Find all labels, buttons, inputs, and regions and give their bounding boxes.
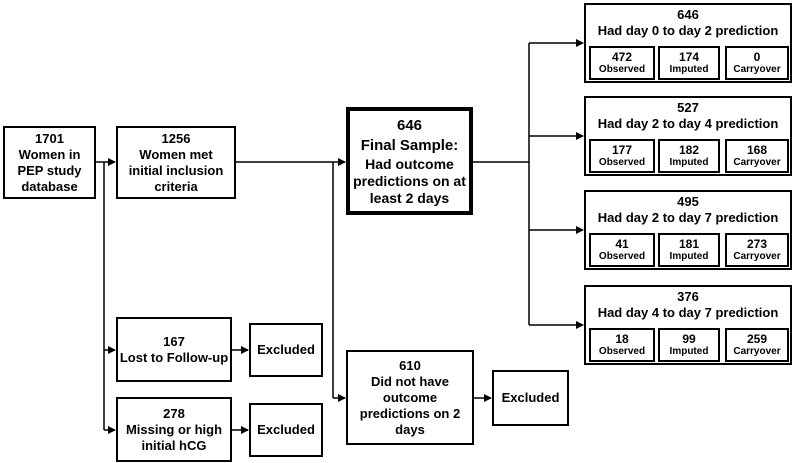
- lost-excluded-box: Excluded: [249, 323, 323, 377]
- pred-3-carryover-value: 259: [746, 332, 768, 346]
- no-outcome-line-2: outcome: [382, 389, 438, 405]
- pred-0-label: Had day 0 to day 2 prediction: [597, 23, 779, 38]
- pred-3-imputed-label: Imputed: [669, 346, 709, 357]
- pred-1-observed-value: 177: [611, 143, 633, 157]
- start-line-1: Women in: [18, 146, 81, 162]
- start-line-3: database: [21, 178, 78, 194]
- pred-3-imputed-cell: 99 Imputed: [658, 328, 720, 362]
- prediction-group-day0-2: 646 Had day 0 to day 2 prediction 472 Ob…: [584, 3, 792, 83]
- final-count: 646: [396, 116, 423, 134]
- final-line-3: predictions on at: [353, 172, 466, 189]
- pred-1-carryover-value: 168: [746, 143, 768, 157]
- missing-line-2: initial hCG: [141, 437, 207, 453]
- pred-2-observed-cell: 41 Observed: [589, 233, 655, 267]
- lost-box: 167 Lost to Follow-up: [116, 317, 232, 382]
- pred-2-observed-value: 41: [615, 237, 629, 251]
- pred-2-carryover-cell: 273 Carryover: [725, 233, 789, 267]
- missing-excluded-box: Excluded: [249, 403, 323, 457]
- lost-count: 167: [163, 333, 185, 349]
- inclusion-count: 1256: [161, 130, 191, 146]
- inclusion-line-3: criteria: [154, 178, 198, 194]
- prediction-group-day2-7: 495 Had day 2 to day 7 prediction 41 Obs…: [584, 190, 792, 270]
- pred-0-imputed-label: Imputed: [669, 64, 709, 75]
- pred-3-carryover-label: Carryover: [733, 346, 781, 357]
- start-line-2: PEP study: [17, 162, 82, 178]
- missing-excluded-label: Excluded: [257, 422, 315, 437]
- final-line-4: least 2 days: [369, 189, 450, 206]
- no-outcome-box: 610 Did not have outcome predictions on …: [346, 350, 474, 445]
- pred-1-imputed-value: 182: [678, 143, 700, 157]
- pred-3-imputed-value: 99: [682, 332, 696, 346]
- no-outcome-line-1: Did not have: [370, 373, 449, 389]
- pred-1-count: 527: [677, 100, 699, 115]
- final-sample-box: 646 Final Sample: Had outcome prediction…: [346, 107, 473, 215]
- pred-3-observed-cell: 18 Observed: [589, 328, 655, 362]
- prediction-group-day2-4: 527 Had day 2 to day 4 prediction 177 Ob…: [584, 96, 792, 176]
- pred-3-label: Had day 4 to day 7 prediction: [597, 305, 779, 320]
- final-line-1: Final Sample:: [360, 136, 459, 154]
- pred-3-observed-label: Observed: [598, 346, 646, 357]
- pred-0-observed-cell: 472 Observed: [589, 46, 655, 80]
- pred-0-count: 646: [677, 7, 699, 22]
- pred-0-observed-value: 472: [611, 50, 633, 64]
- pred-1-imputed-cell: 182 Imputed: [658, 139, 720, 173]
- pred-0-carryover-label: Carryover: [733, 64, 781, 75]
- pred-2-label: Had day 2 to day 7 prediction: [597, 210, 779, 225]
- missing-box: 278 Missing or high initial hCG: [116, 397, 232, 462]
- no-outcome-count: 610: [399, 357, 421, 373]
- start-count: 1701: [35, 130, 64, 146]
- pred-0-carryover-cell: 0 Carryover: [725, 46, 789, 80]
- lost-label: Lost to Follow-up: [119, 349, 229, 365]
- pred-1-imputed-label: Imputed: [669, 157, 709, 168]
- no-outcome-line-3: predictions on 2: [359, 405, 461, 421]
- pred-1-observed-label: Observed: [598, 157, 646, 168]
- pred-3-count: 376: [677, 289, 699, 304]
- pred-2-imputed-label: Imputed: [669, 251, 709, 262]
- missing-count: 278: [163, 405, 185, 421]
- pred-3-carryover-cell: 259 Carryover: [725, 328, 789, 362]
- pred-2-count: 495: [677, 194, 699, 209]
- pred-1-carryover-label: Carryover: [733, 157, 781, 168]
- pred-2-carryover-value: 273: [746, 237, 768, 251]
- pred-2-observed-label: Observed: [598, 251, 646, 262]
- no-outcome-excluded-box: Excluded: [492, 370, 569, 426]
- missing-line-1: Missing or high: [125, 421, 223, 437]
- pred-1-label: Had day 2 to day 4 prediction: [597, 116, 779, 131]
- start-box: 1701 Women in PEP study database: [3, 126, 96, 199]
- prediction-group-day4-7: 376 Had day 4 to day 7 prediction 18 Obs…: [584, 285, 792, 365]
- inclusion-line-2: initial inclusion: [128, 162, 224, 178]
- no-outcome-excluded-label: Excluded: [501, 390, 560, 405]
- pred-1-observed-cell: 177 Observed: [589, 139, 655, 173]
- pred-0-carryover-value: 0: [753, 50, 761, 64]
- pred-0-imputed-cell: 174 Imputed: [658, 46, 720, 80]
- pred-2-carryover-label: Carryover: [733, 251, 781, 262]
- inclusion-box: 1256 Women met initial inclusion criteri…: [116, 126, 236, 199]
- final-line-2: Had outcome: [365, 155, 454, 172]
- inclusion-line-1: Women met: [139, 146, 213, 162]
- pred-2-imputed-cell: 181 Imputed: [658, 233, 720, 267]
- pred-0-imputed-value: 174: [678, 50, 700, 64]
- pred-0-observed-label: Observed: [598, 64, 646, 75]
- lost-excluded-label: Excluded: [257, 342, 315, 357]
- pred-3-observed-value: 18: [615, 332, 629, 346]
- no-outcome-line-4: days: [395, 421, 425, 437]
- pred-1-carryover-cell: 168 Carryover: [725, 139, 789, 173]
- pred-2-imputed-value: 181: [678, 237, 700, 251]
